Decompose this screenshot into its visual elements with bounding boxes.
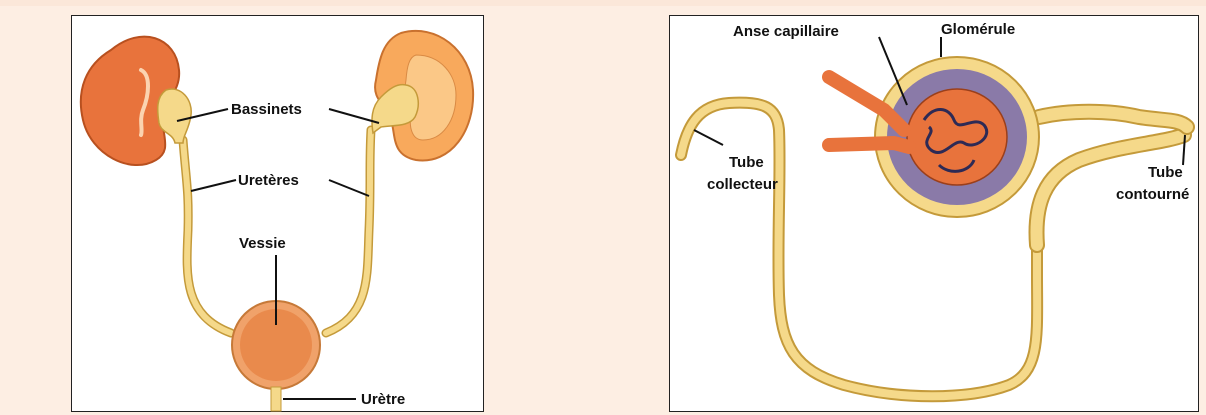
label-tube-collecteur-line2: collecteur: [707, 176, 778, 193]
label-uretre: Urètre: [361, 391, 405, 408]
label-bassinets: Bassinets: [231, 101, 302, 118]
label-anse-capillaire: Anse capillaire: [733, 23, 839, 40]
efferent-vessel: [829, 143, 909, 147]
label-tube-contourne-line2: contourné: [1116, 186, 1189, 203]
label-tube-collecteur-line1: Tube: [729, 154, 764, 171]
nephron-diagram: Anse capillaire Glomérule Tube collecteu…: [669, 15, 1199, 412]
label-glomerule: Glomérule: [941, 21, 1015, 38]
label-tube-contourne-line1: Tube: [1148, 164, 1183, 181]
label-vessie: Vessie: [239, 235, 286, 252]
urethra: [271, 387, 281, 411]
label-ureteres: Uretères: [238, 172, 299, 189]
urinary-system-diagram: Bassinets Uretères Vessie Urètre: [71, 15, 484, 412]
top-strip: [0, 0, 1206, 6]
